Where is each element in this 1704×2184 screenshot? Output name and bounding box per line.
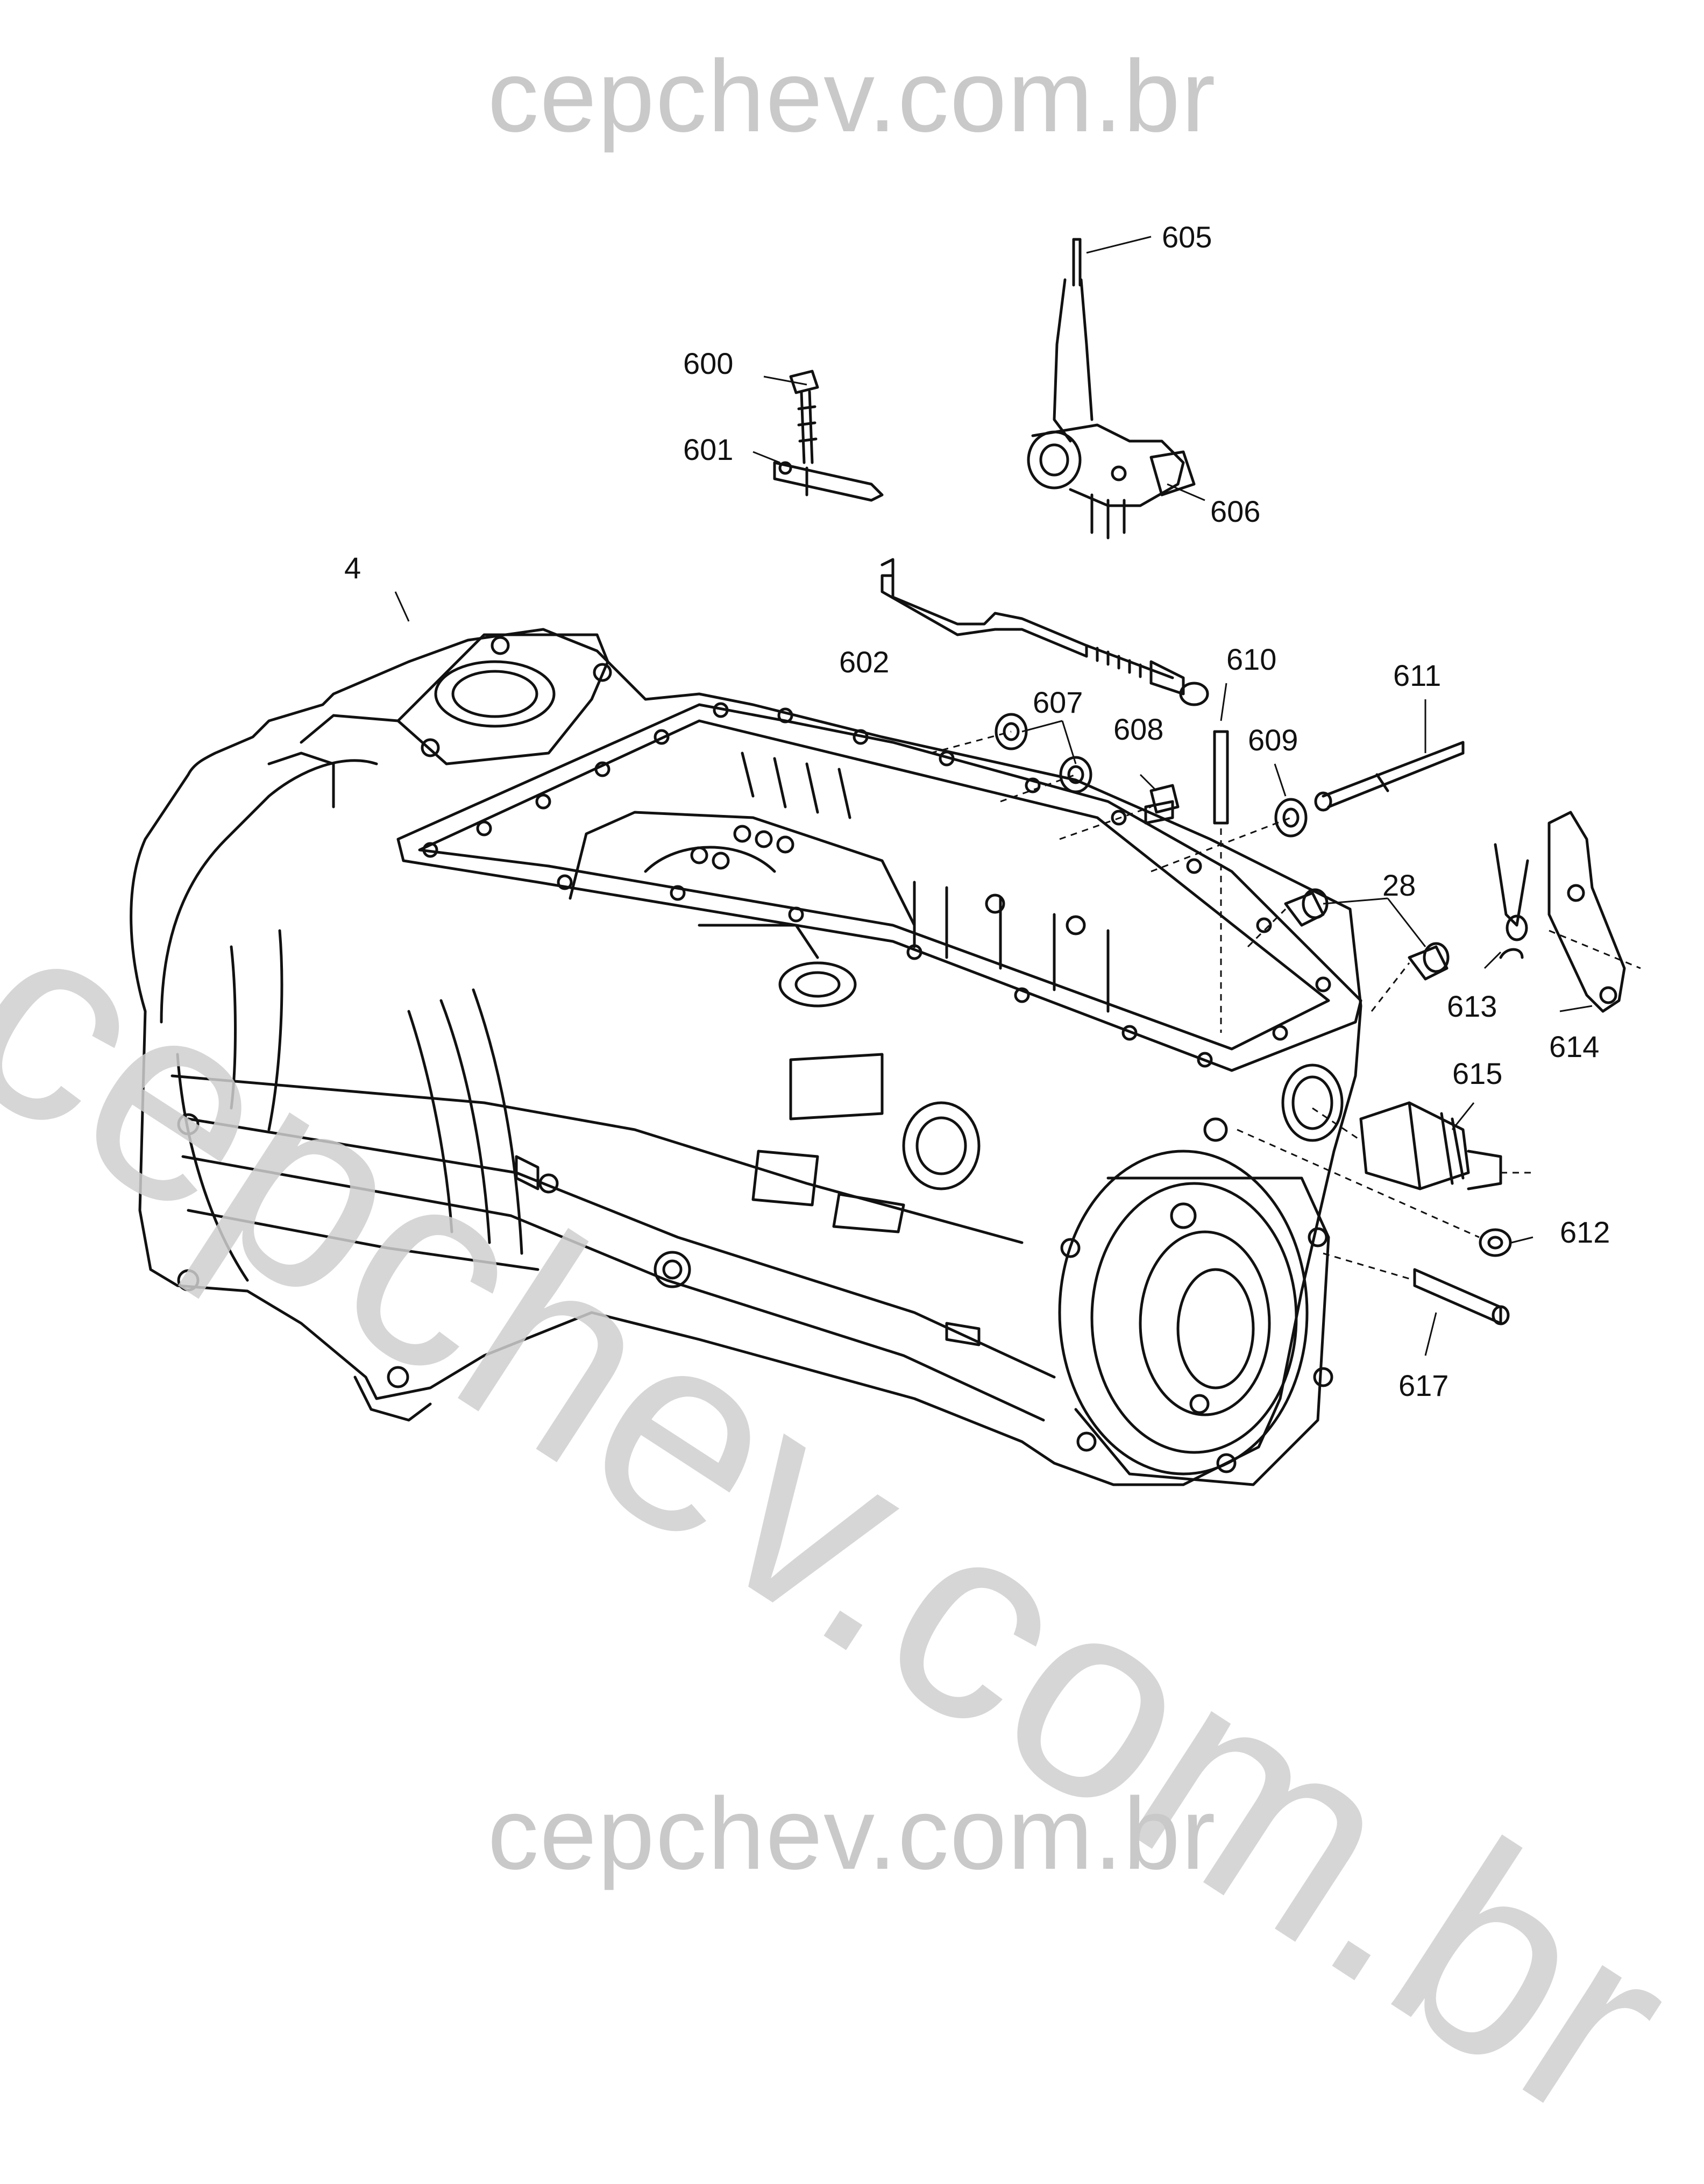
part-615-sensor	[1359, 1101, 1502, 1190]
part-613-clip	[1494, 843, 1529, 959]
watermark-bottom: cepchev.com.br	[487, 1777, 1217, 1891]
callout-615: 615	[1452, 1056, 1502, 1090]
part-28-plugs	[1284, 888, 1450, 981]
callout-606: 606	[1210, 494, 1260, 528]
part-608-plug	[1144, 784, 1180, 825]
callout-608: 608	[1113, 712, 1163, 746]
callout-609: 609	[1248, 723, 1298, 757]
upper-boss	[267, 633, 612, 809]
callout-617: 617	[1398, 1368, 1449, 1402]
part-607-seals	[995, 713, 1092, 793]
callout-4: 4	[344, 551, 361, 585]
part-601-bracket	[773, 461, 884, 502]
part-600-bolt	[789, 370, 819, 464]
callout-602: 602	[839, 645, 889, 679]
part-617-sleeve	[1413, 1268, 1510, 1325]
part-605-pin	[1072, 238, 1082, 287]
callout-601: 601	[683, 432, 733, 466]
callout-613: 613	[1447, 989, 1497, 1023]
part-609-seal	[1274, 798, 1308, 838]
alignment-lines	[930, 731, 1641, 1281]
transmission-case	[130, 628, 1362, 1486]
part-610-pin	[1213, 730, 1229, 825]
part-612-nut	[1479, 1228, 1512, 1257]
callout-labels: 4 600 601 602 605 606 607 608 610 609 61…	[344, 220, 1610, 1402]
transmission-drawing: 4 600 601 602 605 606 607 608 610 609 61…	[130, 220, 1641, 1486]
callout-607: 607	[1033, 685, 1083, 719]
part-606-shift-housing	[1027, 278, 1196, 540]
callout-600: 600	[683, 346, 733, 380]
part-602-shift-rod	[881, 558, 1209, 706]
watermark-top: cepchev.com.br	[487, 39, 1217, 153]
leader-lines	[394, 236, 1593, 1356]
callout-611: 611	[1393, 658, 1441, 692]
rear-output-housing	[1058, 1063, 1344, 1486]
callout-614: 614	[1549, 1030, 1599, 1063]
callout-605: 605	[1162, 220, 1212, 254]
callout-28: 28	[1382, 868, 1416, 902]
exploded-parts-diagram: cepchev.com.br	[0, 39, 1704, 2180]
part-611-shaft	[1314, 741, 1465, 812]
callout-612: 612	[1560, 1215, 1610, 1249]
callout-610: 610	[1226, 642, 1276, 676]
part-614-lever	[1547, 811, 1626, 1013]
